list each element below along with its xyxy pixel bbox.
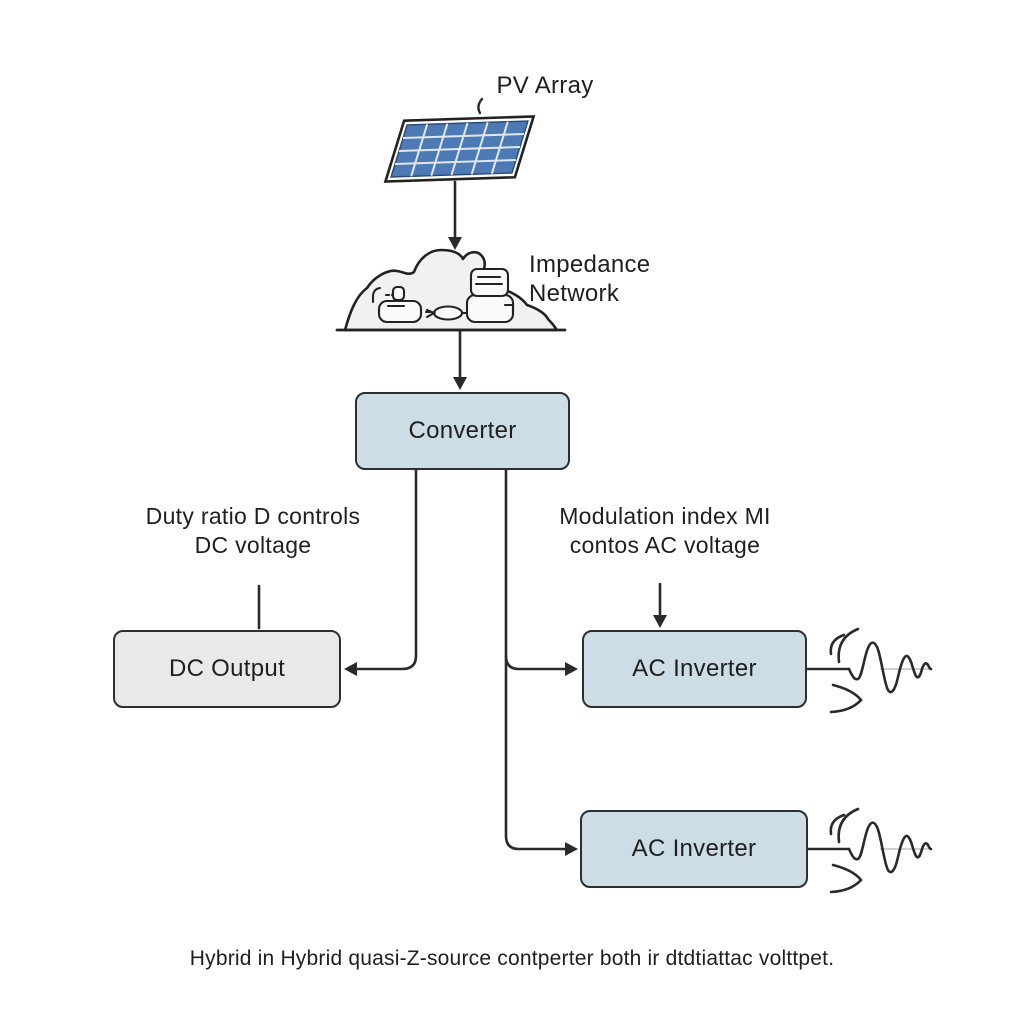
ac-inverter-2-box: AC Inverter <box>580 810 808 888</box>
arrowhead-icon <box>565 662 578 676</box>
pv-array-label: PV Array <box>496 72 594 99</box>
arrowhead-icon <box>448 237 462 250</box>
dc-output-label: DC Output <box>168 655 286 682</box>
ac-inverter-1-label: AC Inverter <box>632 655 757 682</box>
arrowhead-icon <box>344 662 357 676</box>
modulation-index-label: Modulation index MI contos AC voltage <box>530 502 800 560</box>
arrowhead-icon <box>653 615 667 628</box>
stray-mark <box>477 97 484 115</box>
pv-panel-icon <box>385 116 533 181</box>
ac-output-wave-1 <box>805 627 934 714</box>
arrowhead-icon <box>565 842 578 856</box>
duty-ratio-label-line2: DC voltage <box>194 532 312 558</box>
duty-ratio-label-line1: Duty ratio D controls <box>145 503 361 529</box>
arrowhead-icon <box>453 377 467 390</box>
duty-ratio-label: Duty ratio D controls DC voltage <box>118 502 388 560</box>
figure-caption: Hybrid in Hybrid quasi-Z-source contpert… <box>189 947 835 970</box>
modulation-index-label-line1: Modulation index MI <box>559 503 771 529</box>
ac-inverter-2-label: AC Inverter <box>631 835 757 862</box>
connector-converter-to-inverter2 <box>504 468 578 856</box>
impedance-cloud-icon <box>335 248 567 332</box>
dc-output-box: DC Output <box>113 630 341 708</box>
ac-output-wave-2 <box>805 807 934 894</box>
impedance-network-label: Impedance Network <box>529 250 650 308</box>
ac-inverter-1-box: AC Inverter <box>582 630 807 708</box>
arrow-network-to-converter <box>453 330 467 390</box>
connector-branch-to-inverter1 <box>504 654 578 676</box>
connector-converter-to-dc <box>344 468 418 676</box>
impedance-network-label-line1: Impedance <box>529 251 651 278</box>
modulation-index-label-line2: contos AC voltage <box>569 532 761 558</box>
converter-box: Converter <box>355 392 570 470</box>
impedance-network-label-line2: Network <box>529 280 620 307</box>
cloud-components-sketch <box>371 267 515 324</box>
converter-label: Converter <box>408 417 517 444</box>
arrow-panel-to-network <box>448 180 462 250</box>
arrow-modulation-to-inverter1 <box>653 582 667 628</box>
